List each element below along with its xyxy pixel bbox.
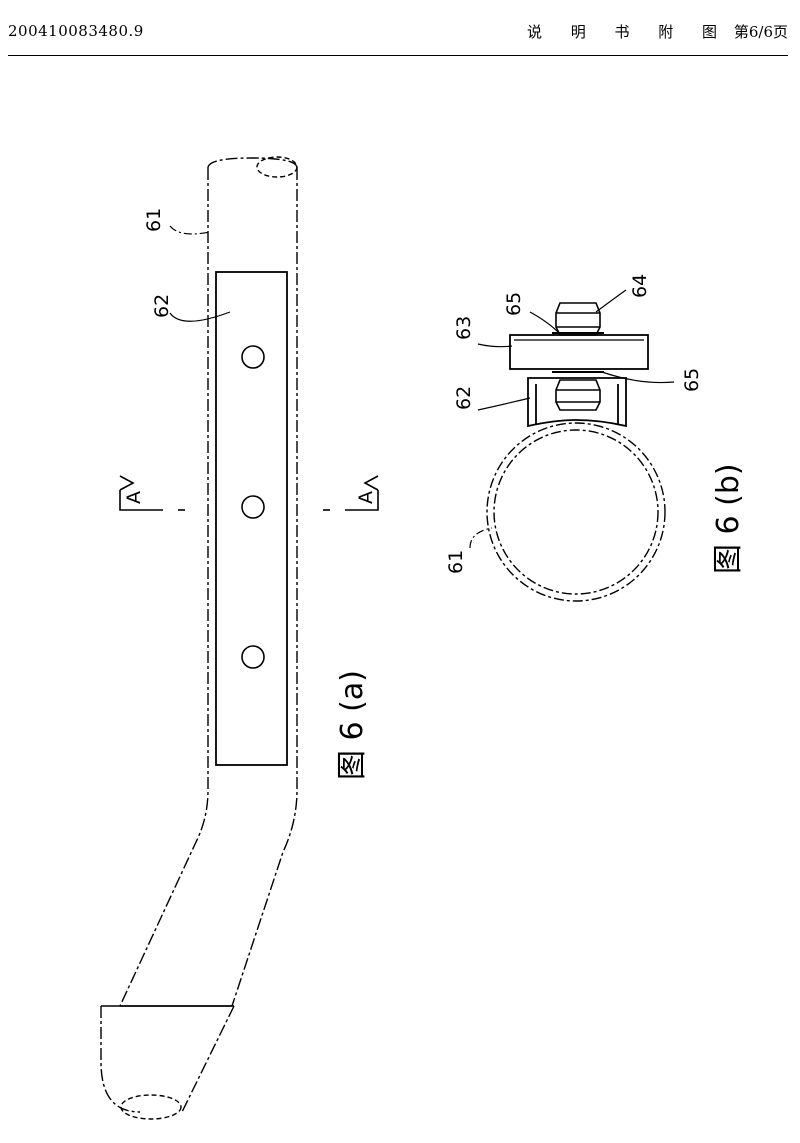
label-65-top: 65 [503,292,525,316]
label-61a: 61 [143,208,165,232]
header-rule [8,55,788,56]
leader-61b [469,527,493,549]
figure-6b: 64 65 63 65 62 61 图 6 (b) [445,274,746,602]
leader-64 [595,289,627,313]
application-number: 200410083480.9 [8,22,144,40]
pipe-section-inner [493,429,659,595]
page-number: 第6/6页 [733,23,788,41]
label-61b: 61 [445,550,467,574]
doc-type-label: 说 明 书 附 图 [526,23,730,41]
leader-63 [477,343,513,348]
pipe-lower-segment [100,1005,235,1113]
caption-6b: 图 6 (b) [711,463,746,574]
figure-6a: 61 62 A A 图 6 (a) [100,156,379,1120]
label-64: 64 [629,274,651,298]
bracket-channel [527,377,627,428]
section-arrow-right [363,475,379,491]
label-63: 63 [453,316,475,340]
section-arrow-left [119,475,135,491]
bolt-hole [241,495,265,519]
page-header: 200410083480.9 说 明 书 附 图 第6/6页 [0,0,800,58]
pipe-bottom-break [120,1094,182,1120]
pipe-outline [119,157,298,1007]
pipe-top-break [256,156,298,178]
leader-62a [169,311,231,322]
section-line [119,490,379,511]
section-mark-right: A [355,491,377,504]
leader-65-top [529,311,559,333]
bolt-head [555,302,601,336]
page-label: 说 明 书 附 图 第6/6页 [527,21,788,42]
leader-65-bottom [601,371,675,384]
label-62b: 62 [453,386,475,410]
nut [555,379,601,411]
leader-61a [169,225,211,235]
label-62a: 62 [151,294,173,318]
label-65-bottom: 65 [681,368,703,392]
pipe-section-outer [486,422,666,602]
caption-6a: 图 6 (a) [335,670,370,780]
section-mark-left: A [123,491,145,504]
bracket-plate [215,271,288,766]
leader-62b [477,397,531,411]
bolt-hole [241,645,265,669]
bolt-hole [241,345,265,369]
